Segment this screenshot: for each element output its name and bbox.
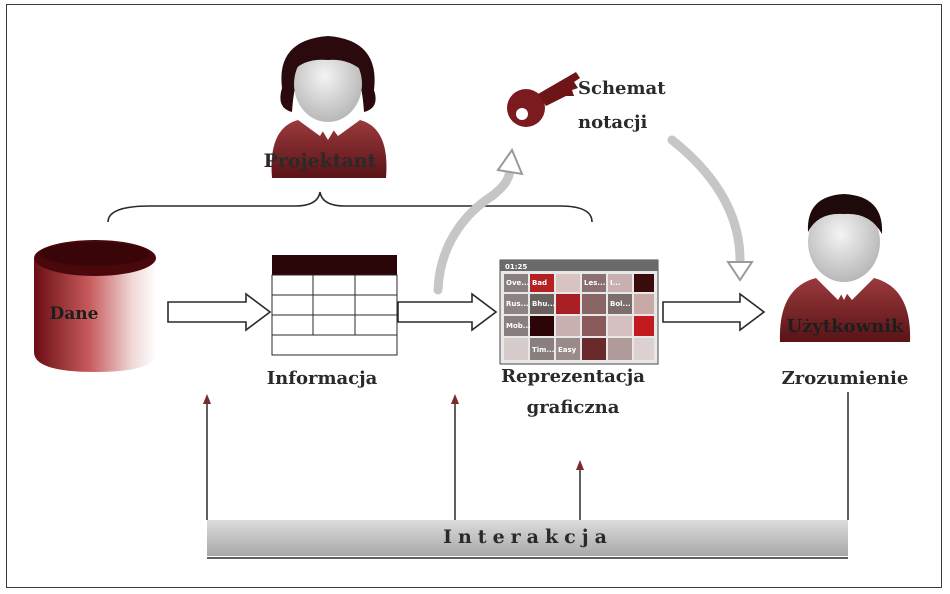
schema-label-line1: Schemat — [578, 78, 666, 99]
cell-label-9: Tim... — [532, 346, 554, 354]
flow-arrow-representation-to-user — [662, 292, 766, 332]
interaction-bar — [207, 520, 848, 559]
flow-arrow-information-to-representation — [397, 292, 498, 332]
man-person-icon — [779, 194, 911, 342]
schema-label-line2: notacji — [578, 112, 648, 133]
table-grid-icon — [271, 255, 398, 356]
representation-label-line2: graficzna — [526, 397, 620, 418]
woman-person-icon — [271, 36, 387, 178]
cell-label-5: Rus... — [506, 300, 529, 308]
key-icon — [507, 72, 580, 127]
notation-schema-arrow-down — [667, 135, 754, 282]
diagram-frame — [6, 4, 942, 588]
user-label: Użytkownik — [786, 316, 904, 337]
cell-label-7: Bol... — [610, 300, 631, 308]
cell-label-4: I... — [610, 279, 621, 287]
window-title: 01:25 — [505, 263, 527, 271]
interaction-feedback-lines — [203, 392, 849, 520]
treemap-window-icon: 01:25 Ove... Bad — [499, 259, 659, 365]
cell-label-1: Ove... — [506, 279, 529, 287]
notation-schema-arrow-up — [433, 147, 524, 295]
cell-label-10: Easy — [558, 346, 577, 354]
flow-arrow-data-to-information — [167, 292, 272, 332]
grouping-brace — [107, 191, 593, 223]
representation-label-line1: Reprezentacja — [501, 366, 645, 387]
understanding-label: Zrozumienie — [781, 368, 909, 389]
data-label: Dane — [49, 304, 99, 324]
database-cylinder-icon — [34, 240, 157, 372]
cell-label-3: Les... — [584, 279, 605, 287]
cell-label-8: Mob... — [506, 322, 531, 330]
designer-label: Projektant — [263, 150, 377, 172]
cell-label-6: Bhu... — [532, 300, 555, 308]
interaction-label: Interakcja — [443, 526, 613, 548]
cell-label-2: Bad — [532, 279, 547, 287]
information-label: Informacja — [266, 368, 378, 389]
